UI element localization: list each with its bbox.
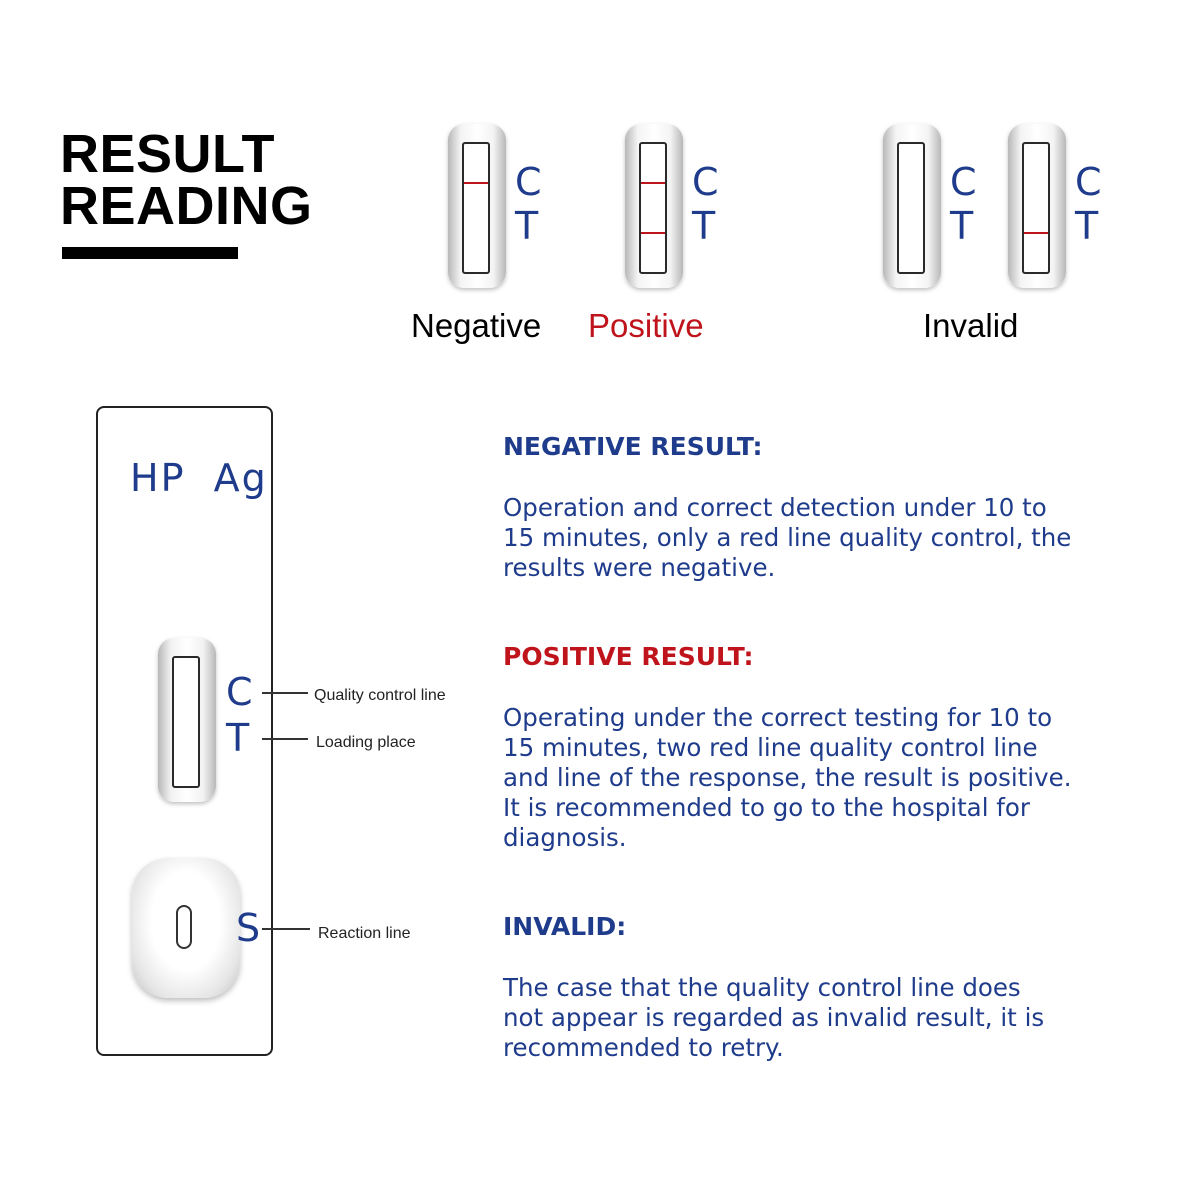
strip-c-label: C bbox=[950, 160, 977, 204]
strip-t-label: T bbox=[950, 204, 974, 248]
strip-t-label: T bbox=[692, 204, 716, 248]
result-window bbox=[158, 638, 216, 802]
control-line bbox=[641, 182, 665, 184]
invalid-heading: INVALID: bbox=[503, 912, 627, 941]
caption-negative: Negative bbox=[411, 307, 542, 344]
invalid-strip-empty bbox=[883, 124, 941, 288]
title-line-2: READING bbox=[60, 176, 313, 236]
title-underline bbox=[62, 247, 238, 259]
cassette-c-label: C bbox=[226, 670, 253, 714]
text-line: Operating under the correct testing for … bbox=[503, 703, 1053, 732]
invalid-strip-test-only bbox=[1008, 124, 1066, 288]
test-line bbox=[641, 232, 665, 234]
negative-heading: NEGATIVE RESULT: bbox=[503, 432, 763, 461]
strip-t-label: T bbox=[1075, 204, 1099, 248]
leader-line-quality-control bbox=[262, 692, 308, 694]
text-line: diagnosis. bbox=[503, 823, 627, 852]
strip-window bbox=[1022, 142, 1050, 274]
result-window-slot bbox=[172, 656, 200, 788]
strip-window bbox=[462, 142, 490, 274]
negative-description: Operation and correct detection under 10… bbox=[503, 493, 1123, 583]
strip-c-label: C bbox=[1075, 160, 1102, 204]
strip-window bbox=[639, 142, 667, 274]
page-title: RESULT READING bbox=[60, 124, 313, 236]
text-line: 15 minutes, two red line quality control… bbox=[503, 733, 1038, 762]
text-line: Operation and correct detection under 10… bbox=[503, 493, 1047, 522]
cassette-s-label: S bbox=[236, 906, 261, 950]
text-line: It is recommended to go to the hospital … bbox=[503, 793, 1030, 822]
cassette-name: HP Ag bbox=[130, 456, 268, 500]
text-line: recommended to retry. bbox=[503, 1033, 784, 1062]
strip-c-label: C bbox=[515, 160, 542, 204]
caption-invalid: Invalid bbox=[923, 307, 1019, 344]
positive-strip bbox=[625, 124, 683, 288]
text-line: not appear is regarded as invalid result… bbox=[503, 1003, 1045, 1032]
loading-place-label: Loading place bbox=[316, 734, 416, 751]
caption-positive: Positive bbox=[588, 307, 704, 344]
strip-t-label: T bbox=[515, 204, 539, 248]
leader-line-reaction bbox=[262, 928, 310, 930]
cassette-t-label: T bbox=[226, 716, 250, 760]
quality-control-line-label: Quality control line bbox=[314, 687, 446, 704]
positive-heading: POSITIVE RESULT: bbox=[503, 642, 754, 671]
control-line bbox=[464, 182, 488, 184]
text-line: The case that the quality control line d… bbox=[503, 973, 1021, 1002]
reaction-line-label: Reaction line bbox=[318, 925, 411, 942]
strip-c-label: C bbox=[692, 160, 719, 204]
leader-line-loading-place bbox=[262, 738, 308, 740]
test-line bbox=[1024, 232, 1048, 234]
positive-description: Operating under the correct testing for … bbox=[503, 703, 1123, 853]
text-line: and line of the response, the result is … bbox=[503, 763, 1072, 792]
text-line: 15 minutes, only a red line quality cont… bbox=[503, 523, 1072, 552]
sample-well-hole bbox=[176, 905, 192, 949]
negative-strip bbox=[448, 124, 506, 288]
strip-window bbox=[897, 142, 925, 274]
invalid-description: The case that the quality control line d… bbox=[503, 973, 1123, 1063]
text-line: results were negative. bbox=[503, 553, 776, 582]
title-line-1: RESULT bbox=[60, 124, 275, 184]
